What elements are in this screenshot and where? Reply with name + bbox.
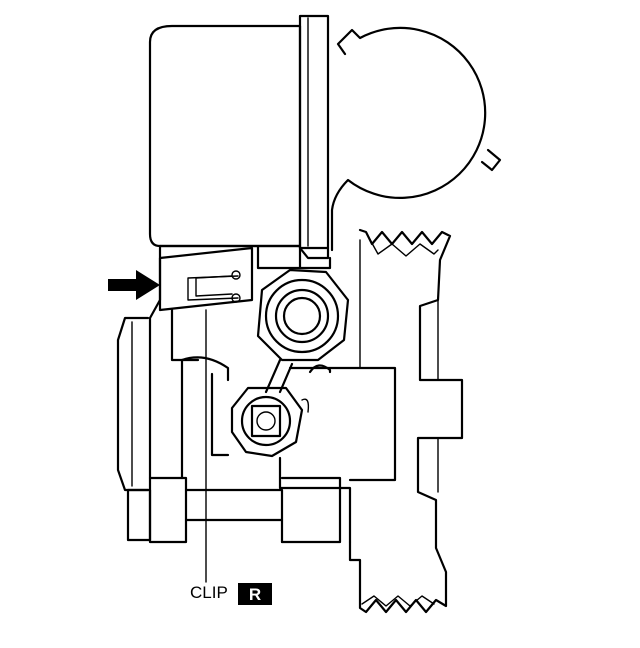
clip-bracket (158, 246, 254, 312)
reservoir-cap (330, 26, 502, 252)
clip-label: CLIP (190, 583, 228, 602)
clip-badge: R (238, 583, 272, 605)
arrow-right-icon (108, 270, 160, 300)
clip-badge-text: R (249, 585, 261, 604)
drive-pulley (348, 228, 464, 614)
lower-bolt-fitting (230, 386, 310, 458)
reservoir-tank (148, 14, 330, 260)
pressure-hose-fitting (256, 268, 350, 394)
